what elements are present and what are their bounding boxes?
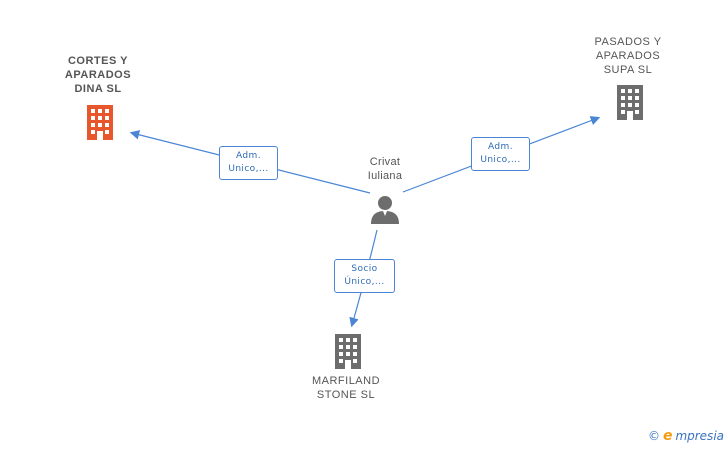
person-label[interactable]: Crivat Iuliana [367, 156, 403, 182]
cortes-label[interactable]: CORTES Y APARADOS DINA SL [64, 55, 132, 95]
building-icon-marfiland[interactable] [333, 334, 363, 369]
building-icon-cortes[interactable] [85, 105, 115, 140]
pasados-label[interactable]: PASADOS Y APARADOS SUPA SL [594, 36, 662, 76]
edge-label-marfiland[interactable]: Socio Único,... [334, 259, 395, 293]
edge-label-cortes[interactable]: Adm. Unico,... [219, 146, 278, 180]
edge-label-pasados[interactable]: Adm. Unico,... [471, 137, 530, 171]
empresia-logo-text: mpresia [675, 429, 724, 443]
copyright-icon: © [647, 429, 660, 443]
person-icon[interactable] [370, 194, 400, 224]
marfiland-label[interactable]: MARFILAND STONE SL [311, 375, 381, 401]
building-icon-pasados[interactable] [615, 85, 645, 120]
empresia-logo-e: e [662, 428, 673, 444]
